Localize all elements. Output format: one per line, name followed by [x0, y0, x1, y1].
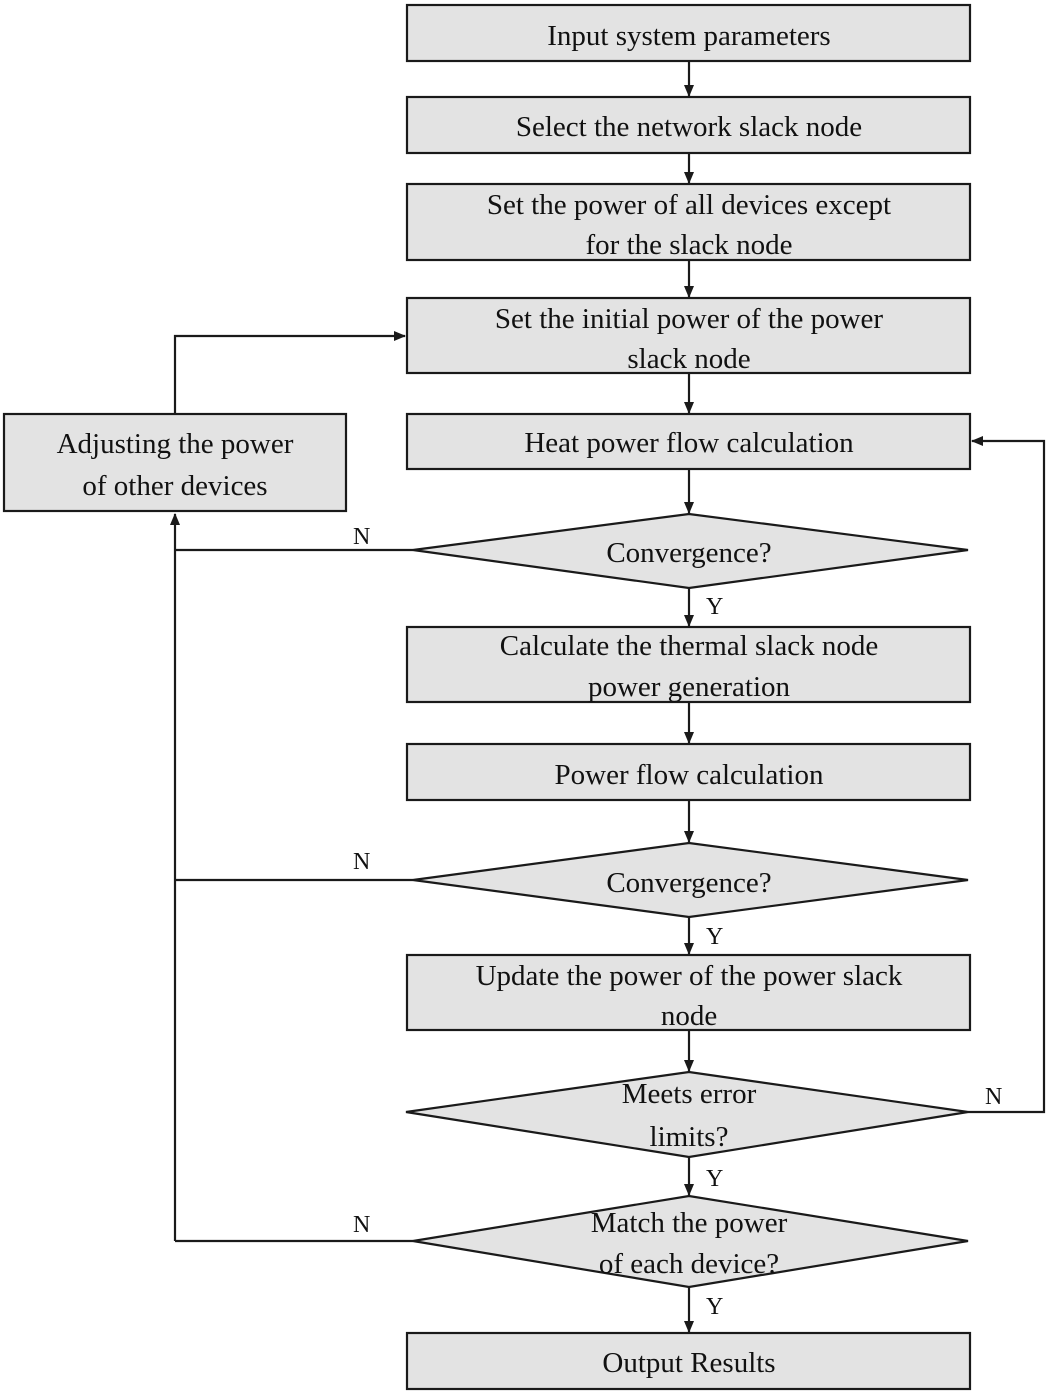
- decision-label: Convergence?: [606, 867, 771, 899]
- step-label-line-1: Calculate the thermal slack node: [500, 630, 878, 662]
- step-output-results: Output Results: [405, 1331, 972, 1391]
- decision-convergence-2: Convergence?: [412, 841, 969, 919]
- step-power-flow: Power flow calculation: [405, 742, 972, 802]
- decision-error-limits: Meets error limits?: [405, 1070, 969, 1159]
- step-label-line-1: Update the power of the power slack: [476, 960, 903, 992]
- step-label-line-1: Set the power of all devices except: [487, 189, 891, 221]
- process-box: [405, 296, 972, 375]
- branch-label-no: N: [353, 849, 370, 875]
- branch-label-yes: Y: [706, 1166, 723, 1192]
- step-label: Select the network slack node: [516, 111, 862, 143]
- decision-label: Convergence?: [606, 537, 771, 569]
- decision-label-line-1: Meets error: [622, 1078, 757, 1110]
- step-input-parameters: Input system parameters: [405, 3, 972, 63]
- step-set-initial-power: Set the initial power of the power slack…: [405, 296, 972, 375]
- step-label-line-2: for the slack node: [586, 229, 793, 261]
- step-label-line-1: Set the initial power of the power: [495, 303, 884, 335]
- step-set-device-power: Set the power of all devices except for …: [405, 182, 972, 262]
- step-label-line-2: node: [661, 1000, 717, 1032]
- step-label-line-2: of other devices: [82, 470, 267, 502]
- step-label-line-2: power generation: [588, 671, 791, 703]
- process-box: [405, 3, 972, 63]
- process-box: [405, 182, 972, 262]
- step-label: Output Results: [602, 1347, 775, 1379]
- step-label-line-1: Adjusting the power: [57, 428, 294, 460]
- process-box: [405, 625, 972, 704]
- feedback-arrows: [170, 331, 1046, 1243]
- decision-match-device-power: Match the power of each device?: [412, 1194, 969, 1289]
- decision-diamond: [412, 1194, 969, 1289]
- step-thermal-slack-generation: Calculate the thermal slack node power g…: [405, 625, 972, 704]
- decision-label-line-2: limits?: [650, 1121, 729, 1153]
- step-adjust-other-devices: Adjusting the power of other devices: [2, 412, 348, 513]
- step-heat-power-flow: Heat power flow calculation: [405, 412, 972, 471]
- step-update-slack-power: Update the power of the power slack node: [405, 953, 972, 1032]
- process-box: [2, 412, 348, 513]
- step-label: Power flow calculation: [555, 759, 824, 791]
- branch-label-no: N: [353, 524, 370, 550]
- decision-convergence-1: Convergence?: [412, 512, 969, 590]
- decision-diamond: [412, 512, 969, 590]
- step-label: Heat power flow calculation: [524, 427, 854, 459]
- step-label-line-2: slack node: [627, 343, 750, 375]
- arrow-adjust-to-initial-power: [173, 331, 406, 414]
- branch-label-no: N: [353, 1212, 370, 1238]
- decision-label-line-2: of each device?: [599, 1248, 779, 1280]
- process-box: [405, 95, 972, 155]
- step-select-slack-node: Select the network slack node: [405, 95, 972, 155]
- arrow-error-limits-no-to-heat-flow: [968, 436, 1046, 1114]
- process-box: [405, 953, 972, 1032]
- branch-labels: Y Y Y Y N N N N: [353, 524, 1002, 1320]
- decision-label-line-1: Match the power: [591, 1207, 788, 1239]
- branch-label-yes: Y: [706, 924, 723, 950]
- step-label: Input system parameters: [547, 20, 830, 52]
- branch-label-yes: Y: [706, 1294, 723, 1320]
- branch-label-no: N: [985, 1084, 1002, 1110]
- branch-label-yes: Y: [706, 594, 723, 620]
- process-box: [405, 1331, 972, 1391]
- decision-diamond: [412, 841, 969, 919]
